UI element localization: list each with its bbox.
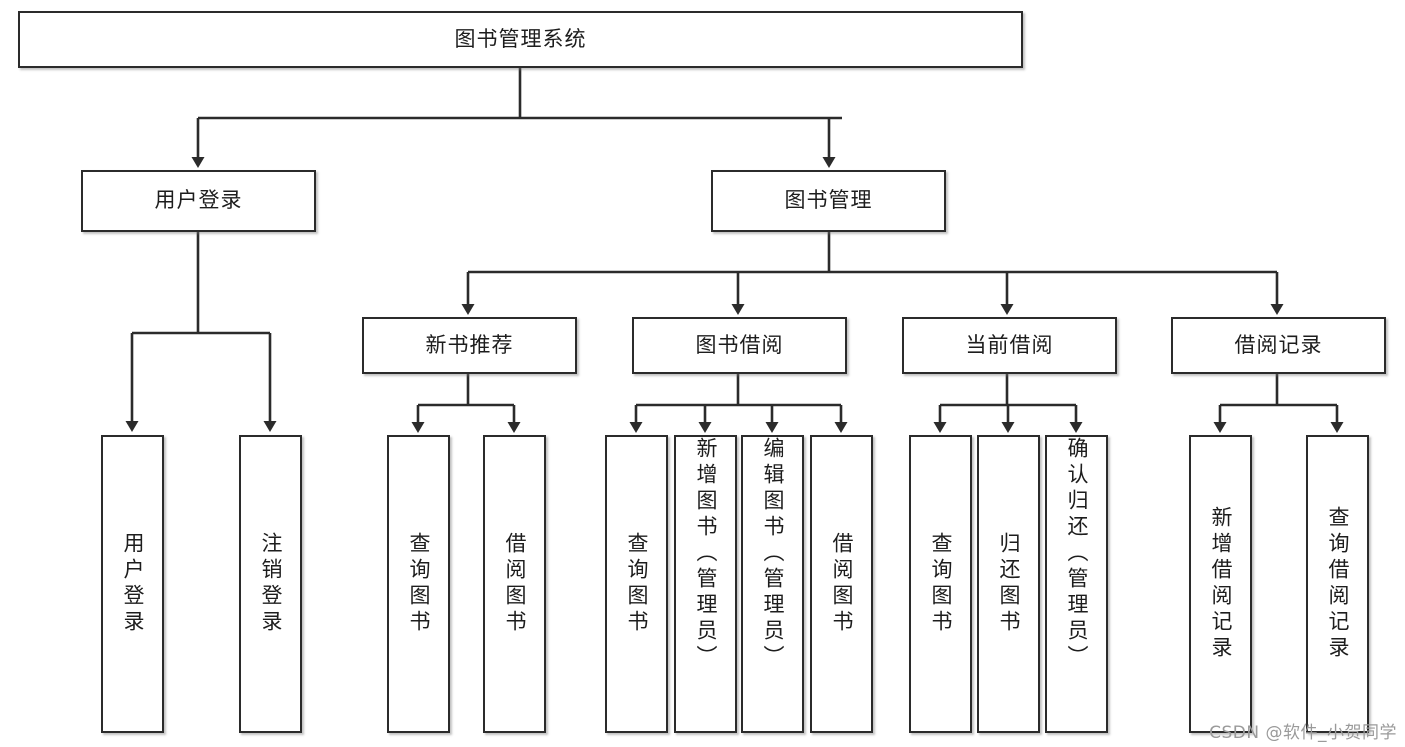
watermark: CSDN @软件_小贺同学 [1209, 723, 1397, 743]
node-leaf-query-book-1[interactable]: 查询图书 [387, 435, 450, 733]
node-leaf-query-book-3[interactable]: 查询图书 [909, 435, 972, 733]
node-leaf-user-logout-label: 注销登录 [259, 532, 283, 636]
node-leaf-user-login[interactable]: 用户登录 [101, 435, 164, 733]
node-current-borrow-label: 当前借阅 [965, 332, 1054, 357]
node-leaf-query-book-1-label: 查询图书 [407, 532, 431, 636]
node-leaf-query-book-3-label: 查询图书 [929, 532, 953, 636]
node-leaf-return-book[interactable]: 归还图书 [977, 435, 1040, 733]
node-leaf-borrow-book-2[interactable]: 借阅图书 [810, 435, 873, 733]
node-leaf-borrow-book-1-label: 借阅图书 [503, 532, 527, 636]
node-new-book-recommend[interactable]: 新书推荐 [362, 317, 577, 374]
node-root[interactable]: 图书管理系统 [18, 11, 1023, 68]
node-book-manage-label: 图书管理 [784, 188, 873, 213]
node-leaf-borrow-book-2-label: 借阅图书 [830, 532, 854, 636]
node-new-book-recommend-label: 新书推荐 [425, 332, 514, 357]
node-leaf-add-record[interactable]: 新增借阅记录 [1189, 435, 1252, 733]
node-book-borrow-label: 图书借阅 [695, 332, 784, 357]
node-book-manage[interactable]: 图书管理 [711, 170, 946, 232]
node-leaf-query-record[interactable]: 查询借阅记录 [1306, 435, 1369, 733]
node-borrow-record-label: 借阅记录 [1234, 332, 1323, 357]
node-current-borrow[interactable]: 当前借阅 [902, 317, 1117, 374]
node-leaf-add-book-label: 新增图书（管理员） [694, 437, 718, 671]
node-leaf-confirm-return-label: 确认归还（管理员） [1065, 437, 1089, 671]
node-leaf-edit-book[interactable]: 编辑图书（管理员） [741, 435, 804, 733]
node-leaf-return-book-label: 归还图书 [997, 532, 1021, 636]
node-leaf-add-record-label: 新增借阅记录 [1209, 506, 1233, 662]
node-book-borrow[interactable]: 图书借阅 [632, 317, 847, 374]
node-user-login[interactable]: 用户登录 [81, 170, 316, 232]
node-root-label: 图书管理系统 [454, 26, 587, 51]
node-leaf-user-login-label: 用户登录 [121, 532, 145, 636]
node-leaf-query-record-label: 查询借阅记录 [1326, 506, 1350, 662]
node-leaf-user-logout[interactable]: 注销登录 [239, 435, 302, 733]
node-leaf-query-book-2-label: 查询图书 [625, 532, 649, 636]
node-leaf-confirm-return[interactable]: 确认归还（管理员） [1045, 435, 1108, 733]
node-borrow-record[interactable]: 借阅记录 [1171, 317, 1386, 374]
node-leaf-borrow-book-1[interactable]: 借阅图书 [483, 435, 546, 733]
node-leaf-edit-book-label: 编辑图书（管理员） [761, 437, 785, 671]
node-leaf-query-book-2[interactable]: 查询图书 [605, 435, 668, 733]
node-leaf-add-book[interactable]: 新增图书（管理员） [674, 435, 737, 733]
node-user-login-label: 用户登录 [154, 188, 243, 213]
